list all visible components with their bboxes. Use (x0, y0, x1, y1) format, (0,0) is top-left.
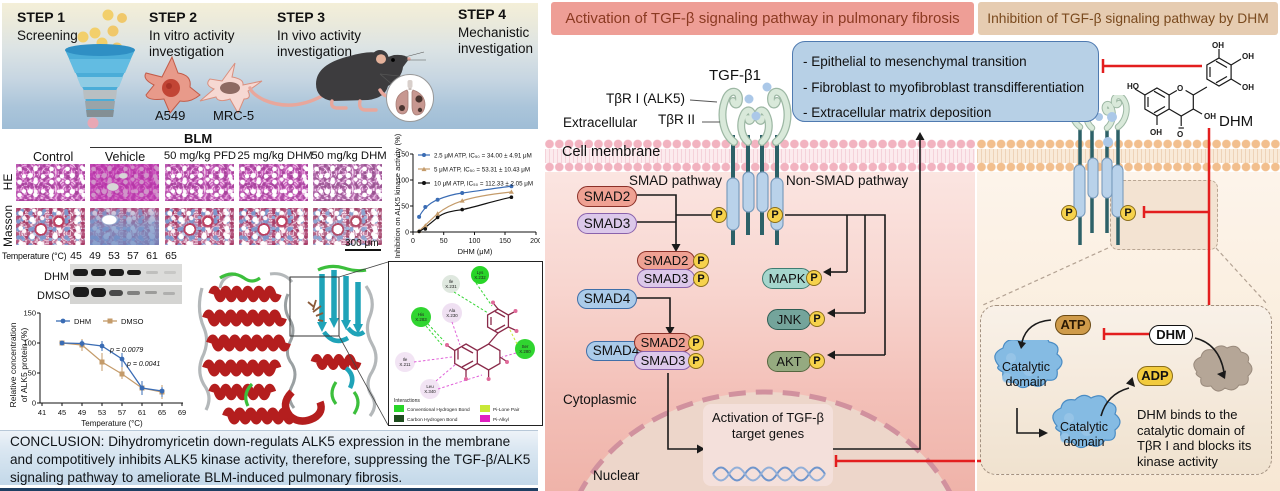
svg-text:Ala: Ala (449, 308, 456, 313)
svg-text:0: 0 (32, 399, 36, 408)
svg-text:100: 100 (397, 178, 409, 185)
svg-text:X.232: X.232 (474, 275, 486, 280)
svg-text:50: 50 (28, 369, 36, 378)
svg-text:OH: OH (1204, 112, 1216, 121)
svg-text:Ile: Ile (403, 357, 408, 362)
svg-text:150: 150 (397, 152, 409, 159)
svg-text:50: 50 (401, 204, 409, 211)
svg-text:p = 0.0041: p = 0.0041 (126, 361, 160, 368)
svg-text:OH: OH (1242, 52, 1254, 61)
svg-text:200: 200 (530, 238, 540, 245)
svg-text:0: 0 (405, 230, 409, 237)
svg-text:O: O (1177, 84, 1183, 93)
svg-text:10 μM ATP, IC₅₀ = 112.33 ± 2.0: 10 μM ATP, IC₅₀ = 112.33 ± 2.05 μM (434, 181, 533, 188)
svg-text:Ser: Ser (522, 344, 529, 349)
svg-text:OH: OH (1150, 128, 1162, 137)
svg-text:p = 0.0079: p = 0.0079 (109, 347, 143, 354)
svg-text:O: O (1177, 130, 1183, 139)
svg-text:X.231: X.231 (445, 284, 457, 289)
svg-text:45: 45 (58, 408, 66, 417)
svg-text:53: 53 (98, 408, 106, 417)
svg-text:0: 0 (411, 238, 415, 245)
svg-text:150: 150 (23, 309, 36, 318)
svg-text:DHM: DHM (74, 317, 91, 326)
svg-text:100: 100 (469, 238, 481, 245)
svg-text:2.5 μM ATP, IC₅₀ = 34.00 ± 4.9: 2.5 μM ATP, IC₅₀ = 34.00 ± 4.91 μM (434, 153, 532, 160)
svg-text:41: 41 (38, 408, 46, 417)
svg-text:Lys: Lys (477, 270, 484, 275)
svg-text:DHM (μM): DHM (μM) (458, 247, 493, 256)
svg-text:HE: HE (1, 174, 15, 191)
svg-text:Pi-Alkyl: Pi-Alkyl (493, 417, 509, 423)
svg-text:Temperature (°C): Temperature (°C) (81, 419, 143, 428)
svg-text:Carbon Hydrogen Bond: Carbon Hydrogen Bond (407, 417, 458, 423)
svg-text:HO: HO (1127, 82, 1139, 91)
svg-text:X.283: X.283 (415, 317, 427, 322)
svg-text:DMSO: DMSO (121, 317, 144, 326)
svg-text:His: His (418, 312, 425, 317)
svg-text:Inhibition on ALK5 kinase acti: Inhibition on ALK5 kinase activity (%) (393, 133, 402, 258)
svg-text:OH: OH (1242, 83, 1254, 92)
svg-text:Masson: Masson (1, 205, 15, 247)
svg-text:Conventional Hydrogen Bond: Conventional Hydrogen Bond (407, 407, 470, 413)
svg-text:DHM: DHM (1219, 113, 1253, 130)
svg-text:X.280: X.280 (519, 349, 531, 354)
svg-text:X.211: X.211 (399, 362, 411, 367)
svg-text:50: 50 (440, 238, 448, 245)
svg-text:69: 69 (178, 408, 186, 417)
svg-text:OH: OH (1212, 42, 1224, 50)
svg-text:5 μM ATP, IC₅₀ = 53.31 ± 10.43: 5 μM ATP, IC₅₀ = 53.31 ± 10.43 μM (434, 167, 530, 174)
svg-text:150: 150 (499, 238, 511, 245)
svg-text:Pi-Lone Pair: Pi-Lone Pair (493, 407, 520, 413)
svg-text:49: 49 (78, 408, 86, 417)
svg-text:Relative concentration: Relative concentration (8, 322, 18, 407)
svg-text:X.230: X.230 (446, 313, 458, 318)
svg-text:65: 65 (158, 408, 166, 417)
svg-text:Ile: Ile (449, 279, 454, 284)
svg-text:Interactions: Interactions (394, 398, 420, 404)
svg-text:Leu: Leu (426, 384, 434, 389)
svg-text:61: 61 (138, 408, 146, 417)
svg-text:57: 57 (118, 408, 126, 417)
svg-text:X.340: X.340 (424, 389, 436, 394)
svg-text:of ALK5 protein (%): of ALK5 protein (%) (19, 328, 29, 403)
svg-text:100: 100 (23, 339, 36, 348)
